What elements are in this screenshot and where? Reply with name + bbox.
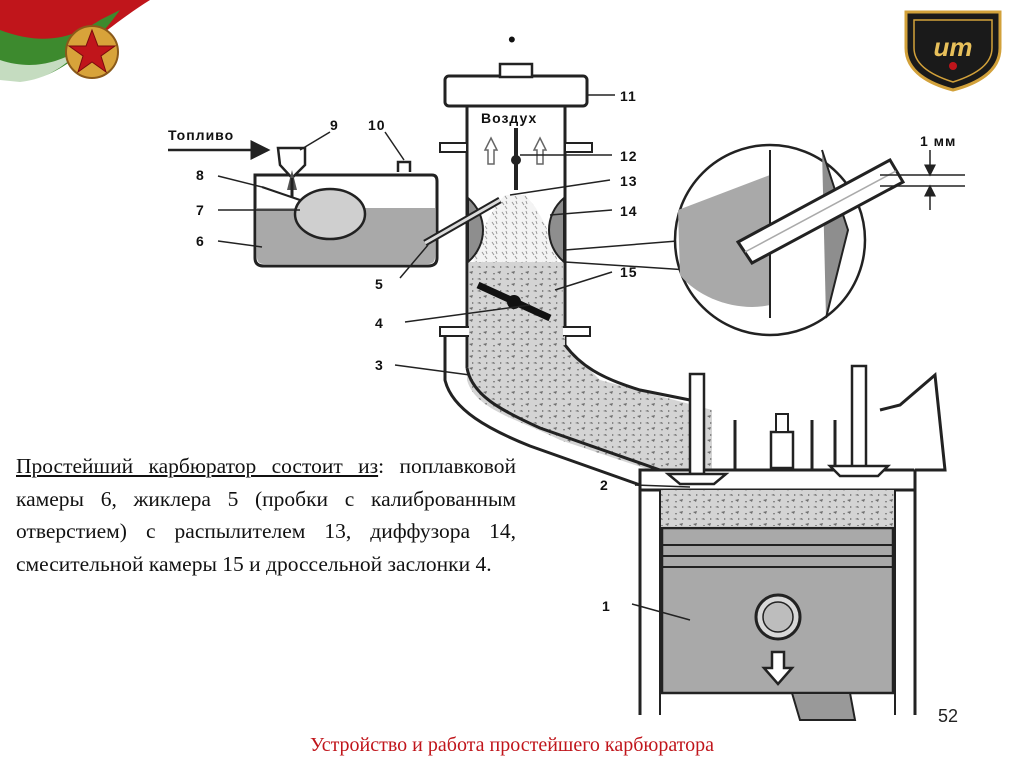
air-tube xyxy=(423,62,593,368)
label-11: 11 xyxy=(620,88,637,104)
label-9: 9 xyxy=(330,117,339,133)
label-3: 3 xyxy=(375,357,384,373)
label-air: Воздух xyxy=(481,110,537,126)
label-5: 5 xyxy=(375,276,384,292)
spark-plug xyxy=(769,430,795,470)
label-gap: 1 мм xyxy=(920,133,956,149)
engine-cylinder xyxy=(638,364,947,721)
slide-caption: Устройство и работа простейшего карбюрат… xyxy=(309,734,715,756)
float xyxy=(293,187,367,241)
shield-logo: ит xyxy=(904,10,1002,92)
label-14: 14 xyxy=(620,203,638,219)
label-1: 1 xyxy=(602,598,611,614)
description-lead: Простейший карбюратор состоит из xyxy=(16,454,379,478)
description-text: Простейший карбюратор состоит из: поплав… xyxy=(16,450,516,580)
page-number: 52 xyxy=(938,706,959,726)
slide-dot: • xyxy=(508,27,516,52)
intake-manifold xyxy=(443,336,712,715)
label-12: 12 xyxy=(620,148,638,164)
label-13: 13 xyxy=(620,173,638,189)
label-6: 6 xyxy=(196,233,205,249)
svg-text:ит: ит xyxy=(934,32,973,62)
diagram-labels: Топливо Воздух 1 мм 9 10 8 7 6 5 4 3 11 … xyxy=(168,88,956,614)
leader-lines xyxy=(217,94,691,621)
label-2: 2 xyxy=(600,477,609,493)
float-chamber xyxy=(168,140,439,268)
label-fuel: Топливо xyxy=(168,127,234,143)
flag-emblem xyxy=(0,0,150,86)
label-8: 8 xyxy=(196,167,205,183)
label-10: 10 xyxy=(368,117,386,133)
label-7: 7 xyxy=(196,202,205,218)
description-body: : поплавковой камеры 6, жиклера 5 (пробк… xyxy=(16,454,516,576)
detail-magnifier xyxy=(564,143,965,337)
label-4: 4 xyxy=(375,315,384,331)
air-filter xyxy=(443,74,589,108)
label-15: 15 xyxy=(620,264,638,280)
